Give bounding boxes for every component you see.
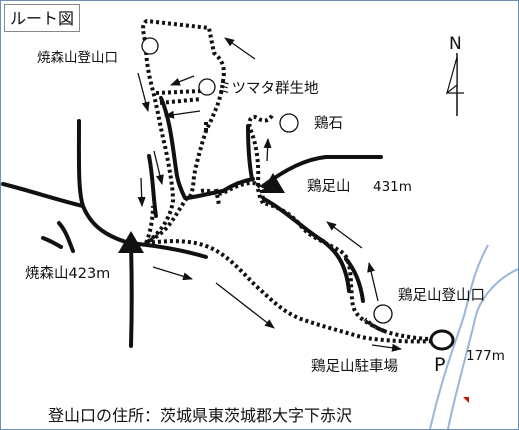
label-keisokusan: 鶏足山 xyxy=(307,178,351,195)
label-parking-symbol: P xyxy=(434,354,445,376)
keisokusan-trailhead-circle xyxy=(373,304,393,324)
direction-arrows xyxy=(137,37,402,352)
label-keiseki: 鶏石 xyxy=(314,115,343,132)
trailhead-address: 登山口の住所：茨城県東茨城郡大字下赤沢 xyxy=(48,406,353,425)
label-keisokusan-trailhead: 鶏足山登山口 xyxy=(398,287,485,304)
keisokusan-summit-icon xyxy=(261,173,285,193)
route-dotted xyxy=(141,19,447,344)
stream-line-outer xyxy=(429,244,489,429)
yakimoriyama-trailhead-circle xyxy=(141,37,159,55)
yakimoriyama-summit-icon xyxy=(118,231,144,253)
parking-circle xyxy=(429,329,455,351)
label-mitsumata-colony: ミツマタ群生地 xyxy=(217,80,319,97)
label-parking-elevation: 177m xyxy=(466,348,505,364)
label-yakimoriyama: 焼森山423m xyxy=(25,265,110,282)
label-keisokusan-elevation: 431m xyxy=(373,179,412,195)
label-parking: 鶏足山駐車場 xyxy=(311,358,398,375)
ridge-lines xyxy=(1,96,383,348)
stream-line-inner xyxy=(447,268,518,429)
mitsumata-colony-circle xyxy=(198,78,216,96)
red-corner-marker xyxy=(463,397,469,403)
keiseki-circle xyxy=(279,113,299,133)
compass-north-label: N xyxy=(449,34,462,54)
label-yakimoriyama-trailhead: 焼森山登山口 xyxy=(37,50,118,66)
map-title: ルート図 xyxy=(4,4,81,32)
north-arrow-icon xyxy=(445,53,464,116)
